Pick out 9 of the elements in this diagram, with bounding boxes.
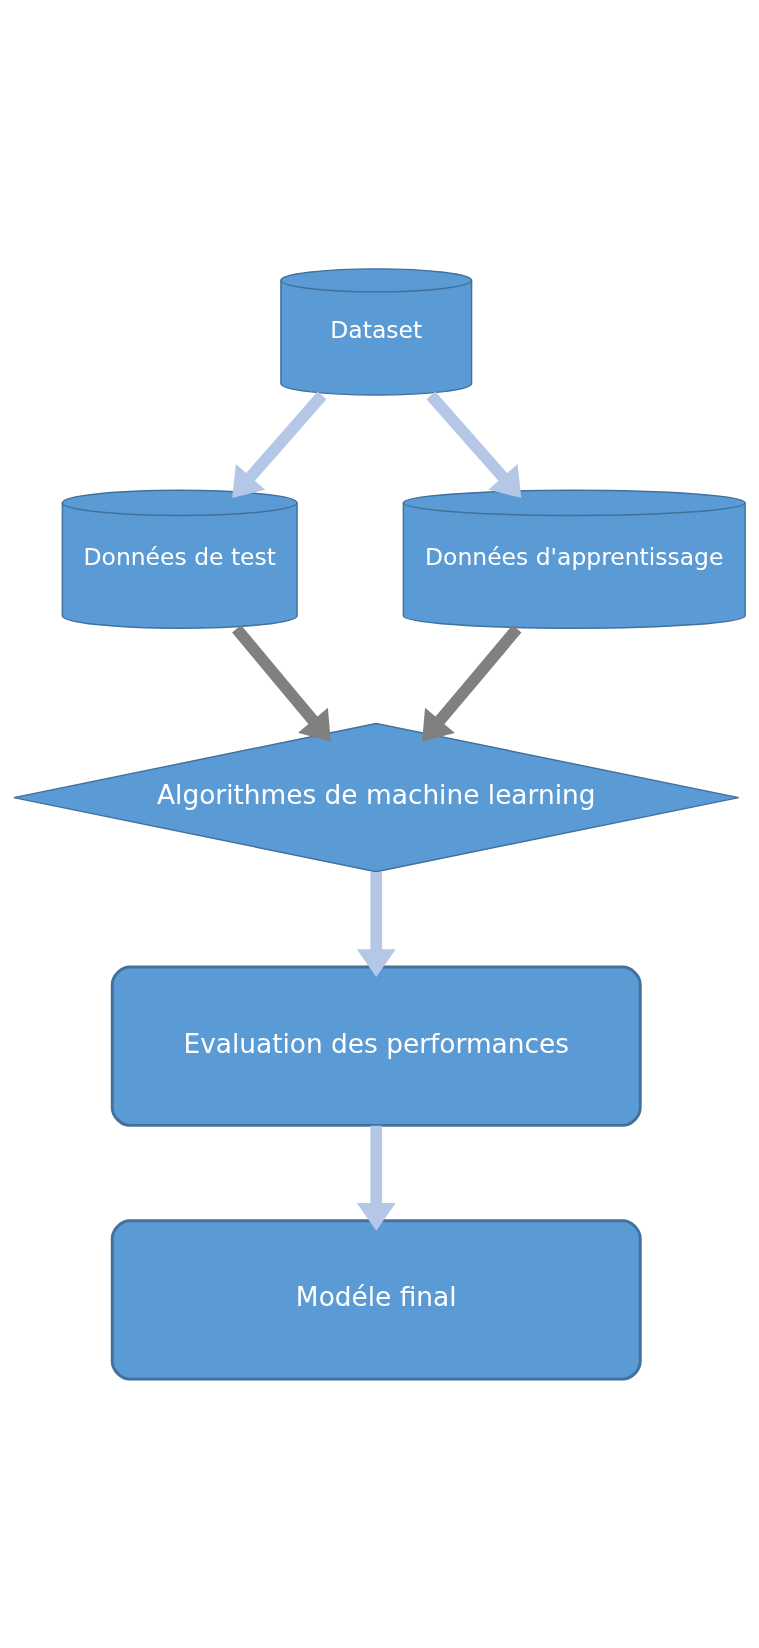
- node-diamond: Algorithmes de machine learning: [13, 722, 740, 873]
- arrow: [426, 391, 522, 498]
- node-box: Modéle final: [110, 1219, 642, 1381]
- arrow: [232, 391, 327, 498]
- arrow: [232, 625, 331, 742]
- arrow: [356, 1125, 396, 1231]
- arrow: [356, 872, 396, 978]
- arrow: [422, 625, 522, 742]
- node-box: Evaluation des performances: [110, 965, 642, 1127]
